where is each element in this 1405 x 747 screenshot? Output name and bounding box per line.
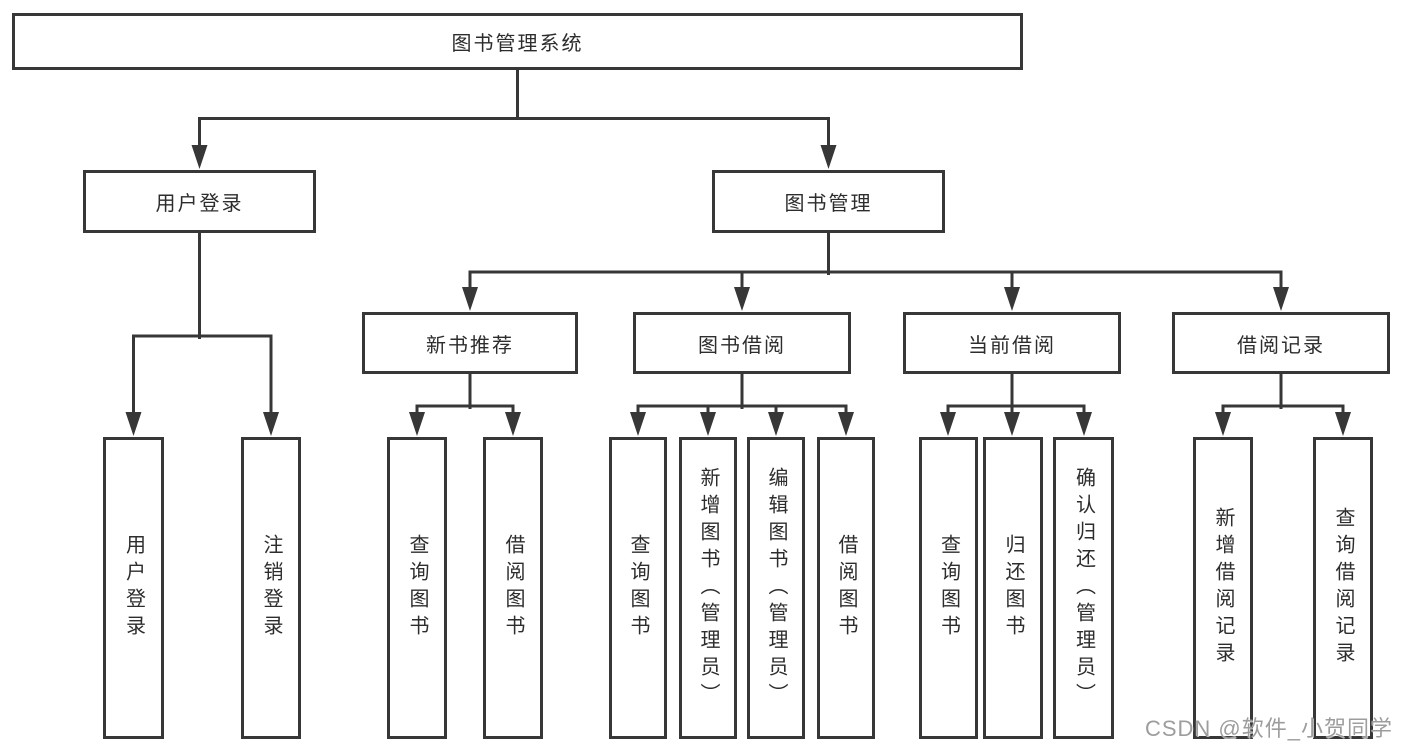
node-new-book-recommend-label: 新书推荐 (426, 334, 514, 357)
leaf-logout: 注销登录 (241, 437, 301, 739)
node-user-login-label: 用户登录 (155, 193, 244, 215)
node-book-borrow: 图书借阅 (633, 312, 851, 374)
leaf-add-borrow-record: 新增借阅记录 (1193, 437, 1253, 739)
node-current-borrow: 当前借阅 (903, 312, 1121, 374)
leaf-query-borrow-record: 查询借阅记录 (1313, 437, 1373, 739)
leaf-borrow-book: 借阅图书 (817, 437, 875, 739)
leaf-query-borrow-record-label: 查询借阅记录 (1332, 507, 1354, 669)
leaf-query-book: 查询图书 (387, 437, 447, 739)
node-borrow-record: 借阅记录 (1172, 312, 1390, 374)
leaf-borrow-book-label: 借阅图书 (502, 534, 524, 642)
leaf-query-book-label: 查询图书 (937, 534, 960, 642)
node-book-management: 图书管理 (712, 170, 945, 233)
leaf-confirm-return-admin: 确认归还（管理员） (1053, 437, 1114, 739)
node-root: 图书管理系统 (12, 13, 1023, 70)
leaf-add-book-admin-label: 新增图书（管理员） (697, 466, 719, 710)
leaf-logout-label: 注销登录 (260, 534, 282, 642)
leaf-query-book: 查询图书 (609, 437, 667, 739)
leaf-query-book: 查询图书 (919, 437, 978, 739)
leaf-borrow-book: 借阅图书 (483, 437, 543, 739)
leaf-query-book-label: 查询图书 (627, 534, 649, 642)
leaf-return-book: 归还图书 (983, 437, 1043, 739)
leaf-borrow-book-label: 借阅图书 (835, 534, 857, 642)
node-current-borrow-label: 当前借阅 (968, 334, 1056, 357)
leaf-add-book-admin: 新增图书（管理员） (679, 437, 737, 739)
node-book-borrow-label: 图书借阅 (698, 334, 786, 357)
leaf-user-login-label: 用户登录 (122, 534, 145, 642)
node-new-book-recommend: 新书推荐 (362, 312, 578, 374)
leaf-query-book-label: 查询图书 (406, 534, 428, 642)
node-book-management-label: 图书管理 (784, 193, 873, 215)
leaf-edit-book-admin: 编辑图书（管理员） (747, 437, 805, 739)
watermark: CSDN @软件_小贺同学 (1144, 716, 1393, 741)
leaf-user-login: 用户登录 (103, 437, 164, 739)
leaf-add-borrow-record-label: 新增借阅记录 (1212, 507, 1234, 669)
node-borrow-record-label: 借阅记录 (1237, 334, 1325, 357)
leaf-confirm-return-admin-label: 确认归还（管理员） (1072, 466, 1095, 710)
leaf-return-book-label: 归还图书 (1002, 534, 1024, 642)
leaf-edit-book-admin-label: 编辑图书（管理员） (765, 466, 787, 710)
node-root-label: 图书管理系统 (451, 33, 584, 55)
node-user-login: 用户登录 (83, 170, 316, 233)
arrowhead-icons (125, 145, 1351, 436)
